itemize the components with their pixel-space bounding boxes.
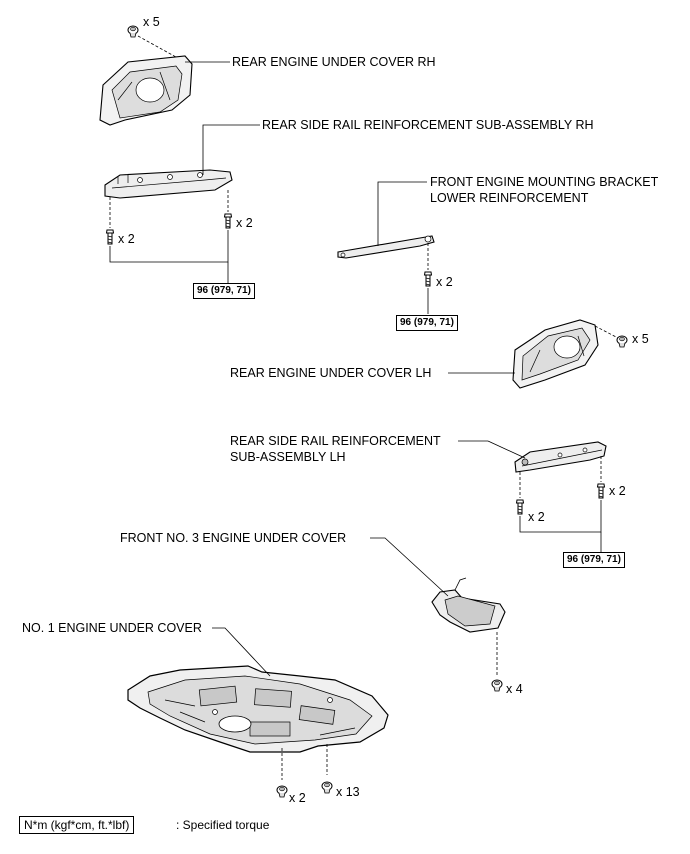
front-no3-leader — [370, 537, 449, 597]
torque-rh: 96 (979, 71) — [193, 283, 255, 299]
bolt-bracket-icon — [424, 271, 432, 287]
clip-rh-leader — [137, 35, 186, 63]
rear-engine-under-cover-rh-part — [99, 55, 193, 126]
front-no3-engine-under-cover-part — [431, 577, 506, 633]
torque-lh: 96 (979, 71) — [563, 552, 625, 568]
bolt-rh-left-icon — [106, 229, 114, 245]
label-rear-engine-under-cover-lh: REAR ENGINE UNDER COVER LH — [230, 366, 432, 380]
label-no1-engine-under-cover: NO. 1 ENGINE UNDER COVER — [22, 621, 202, 635]
rear-side-rail-reinforcement-lh-part — [514, 441, 607, 473]
label-rear-side-rail-reinforcement-lh-2: SUB-ASSEMBLY LH — [230, 450, 346, 464]
clip-front-no3-icon — [491, 679, 503, 692]
clip-rh-icon — [127, 25, 139, 38]
front-engine-mounting-bracket-part — [337, 235, 435, 259]
bolt-rh-right-icon — [224, 213, 232, 229]
label-rear-side-rail-reinforcement-rh: REAR SIDE RAIL REINFORCEMENT SUB-ASSEMBL… — [262, 118, 594, 132]
rail-rh-leader — [202, 124, 260, 175]
qty-bolt-no1-a: x 2 — [289, 791, 306, 805]
label-front-engine-mounting-bracket-1: FRONT ENGINE MOUNTING BRACKET — [430, 175, 659, 189]
qty-bolt-no1-b: x 13 — [336, 785, 360, 799]
qty-bolt-bracket: x 2 — [436, 275, 453, 289]
qty-bolt-rh-left: x 2 — [118, 232, 135, 246]
bolt-no1-b-icon — [321, 781, 333, 794]
label-front-engine-mounting-bracket-2: LOWER REINFORCEMENT — [430, 191, 589, 205]
qty-bolt-lh-left: x 2 — [528, 510, 545, 524]
label-rear-side-rail-reinforcement-lh-1: REAR SIDE RAIL REINFORCEMENT — [230, 434, 441, 448]
bolt-lh-right-icon — [597, 483, 605, 499]
clip-lh-icon — [616, 335, 628, 348]
bolt-no1-a-icon — [276, 785, 288, 798]
no1-leader — [212, 627, 271, 677]
torque-bracket: 96 (979, 71) — [396, 315, 458, 331]
qty-bolt-rh-right: x 2 — [236, 216, 253, 230]
bracket-leader — [377, 181, 427, 246]
legend-description: : Specified torque — [176, 818, 270, 832]
legend-units-box: N*m (kgf*cm, ft.*lbf) — [19, 816, 135, 834]
rear-side-rail-reinforcement-rh-part — [104, 169, 233, 199]
qty-clip-lh: x 5 — [632, 332, 649, 346]
label-front-no3-engine-under-cover: FRONT NO. 3 ENGINE UNDER COVER — [120, 531, 347, 545]
rear-engine-under-cover-lh-part — [512, 319, 599, 389]
no1-engine-under-cover-part — [127, 665, 389, 753]
qty-clip-rh: x 5 — [143, 15, 160, 29]
qty-clip-front-no3: x 4 — [506, 682, 523, 696]
qty-bolt-lh-right: x 2 — [609, 484, 626, 498]
bolt-lh-left-icon — [516, 499, 524, 515]
label-rear-engine-under-cover-rh: REAR ENGINE UNDER COVER RH — [232, 55, 436, 69]
